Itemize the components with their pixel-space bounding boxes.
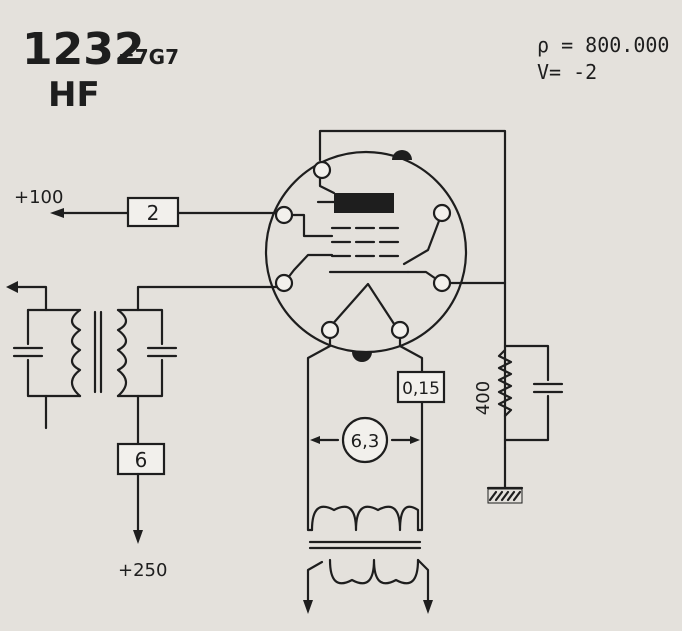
tube-number: 1232 xyxy=(22,24,144,75)
cathode-resistor-label: 400 xyxy=(473,381,494,415)
anode-resistor-label: 6 xyxy=(135,448,148,472)
cathode-network: 400 xyxy=(448,281,564,504)
heater-voltage-circle xyxy=(341,416,389,464)
screen-resistor-label: 2 xyxy=(147,201,160,225)
screen-voltage-label: +100 xyxy=(14,187,63,208)
tube-envelope xyxy=(264,129,507,450)
screen-resistor-box xyxy=(126,196,180,228)
tube-equivalent: =7G7 xyxy=(118,45,179,69)
heater-circuit: 0,15 6,3 xyxy=(303,336,446,614)
heater-voltage-label: 6,3 xyxy=(351,431,380,452)
screen-supply-branch: 2 +100 xyxy=(14,187,278,228)
anode-supply-branch: 6 +250 xyxy=(116,442,167,581)
tube-electrodes xyxy=(282,150,444,362)
input-tank-circuit xyxy=(6,281,278,446)
param-v: V= -2 xyxy=(537,60,597,84)
anode-voltage-label: +250 xyxy=(118,560,167,581)
anode-resistor-box xyxy=(116,442,166,476)
param-rho: ρ = 800.000 xyxy=(537,33,669,57)
heater-current-label: 0,15 xyxy=(402,379,440,399)
tube-function: HF xyxy=(48,75,100,115)
tube-pins xyxy=(274,160,452,340)
heater-current-box xyxy=(396,370,446,404)
